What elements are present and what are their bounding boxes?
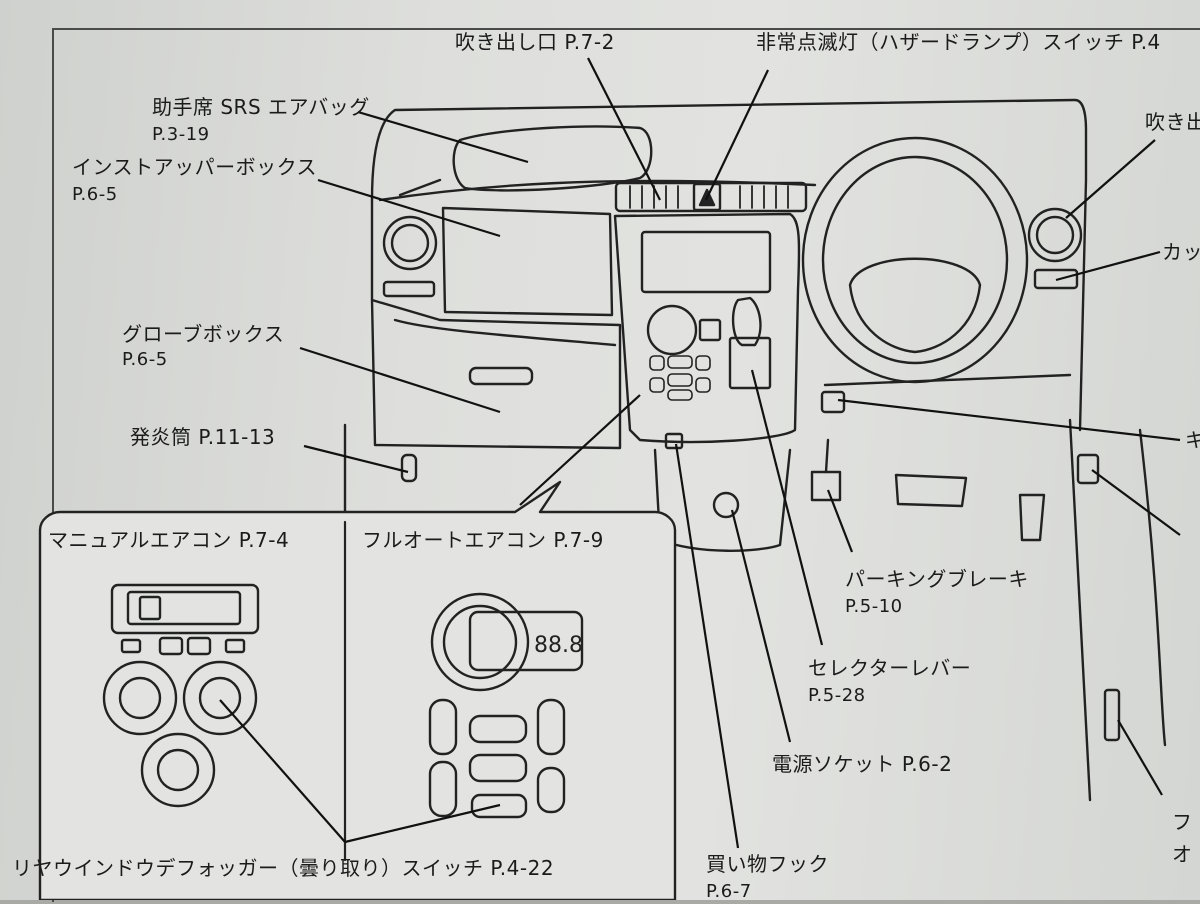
manual-temp-dial bbox=[102, 660, 178, 736]
parking-brake-release bbox=[820, 390, 846, 414]
label-right-bottom-2: オ bbox=[1172, 842, 1193, 866]
label-passenger-airbag: 助手席 SRS エアバッグ bbox=[152, 95, 370, 119]
power-socket bbox=[712, 491, 740, 519]
center-display bbox=[640, 230, 772, 294]
selector-lever bbox=[731, 296, 762, 347]
label-upper-box: インストアッパーボックス bbox=[72, 155, 317, 179]
label-right-vent: 吹き出 bbox=[1145, 110, 1200, 134]
manual-mode-dial bbox=[182, 660, 258, 736]
passenger-airbag-cover bbox=[452, 125, 653, 192]
label-glove-box-page: P.6-5 bbox=[122, 349, 168, 370]
label-right-bottom-1: フ bbox=[1172, 810, 1193, 834]
label-flare: 発炎筒 P.11-13 bbox=[130, 425, 276, 449]
label-center-vent: 吹き出し口 P.7-2 bbox=[455, 30, 615, 54]
label-upper-box-page: P.6-5 bbox=[72, 184, 118, 205]
upper-box bbox=[441, 206, 614, 317]
label-manual-ac: マニュアルエアコン P.7-4 bbox=[48, 528, 290, 552]
glove-box bbox=[370, 298, 622, 450]
label-parking-brake-page: P.5-10 bbox=[845, 596, 903, 617]
page-frame bbox=[52, 28, 1200, 902]
label-hazard-switch: 非常点滅灯（ハザードランプ）スイッチ P.4 bbox=[756, 30, 1161, 54]
label-selector-lever-page: P.5-28 bbox=[808, 685, 866, 706]
svg-text:88.8: 88.8 bbox=[534, 633, 583, 658]
label-parking-brake: パーキングブレーキ bbox=[845, 567, 1029, 591]
label-passenger-airbag-page: P.3-19 bbox=[152, 124, 210, 145]
left-round-vent bbox=[382, 215, 438, 271]
auto-ac-display bbox=[468, 610, 584, 672]
hazard-switch bbox=[692, 182, 722, 212]
label-rear-defogger: リヤウインドウデフォッガー（曇り取り）スイッチ P.4-22 bbox=[12, 856, 555, 880]
label-power-socket: 電源ソケット P.6-2 bbox=[772, 752, 953, 776]
center-console bbox=[613, 212, 801, 444]
label-cup-holder: カッ bbox=[1162, 240, 1200, 264]
right-round-vent bbox=[1027, 207, 1083, 263]
parking-brake-pedal bbox=[810, 470, 842, 502]
manual-fan-dial bbox=[140, 732, 216, 808]
steering-wheel bbox=[801, 136, 1029, 384]
auto-ac-dial bbox=[430, 592, 530, 692]
label-glove-box: グローブボックス bbox=[122, 322, 285, 346]
label-shopping-hook-page: P.6-7 bbox=[706, 881, 752, 902]
label-selector-lever: セレクターレバー bbox=[808, 656, 972, 680]
label-shopping-hook: 買い物フック bbox=[706, 852, 829, 876]
label-key: キ bbox=[1185, 428, 1200, 452]
dashboard-outline bbox=[370, 98, 1088, 432]
flare bbox=[400, 453, 418, 483]
label-full-auto-ac: フルオートエアコン P.7-9 bbox=[362, 528, 604, 552]
